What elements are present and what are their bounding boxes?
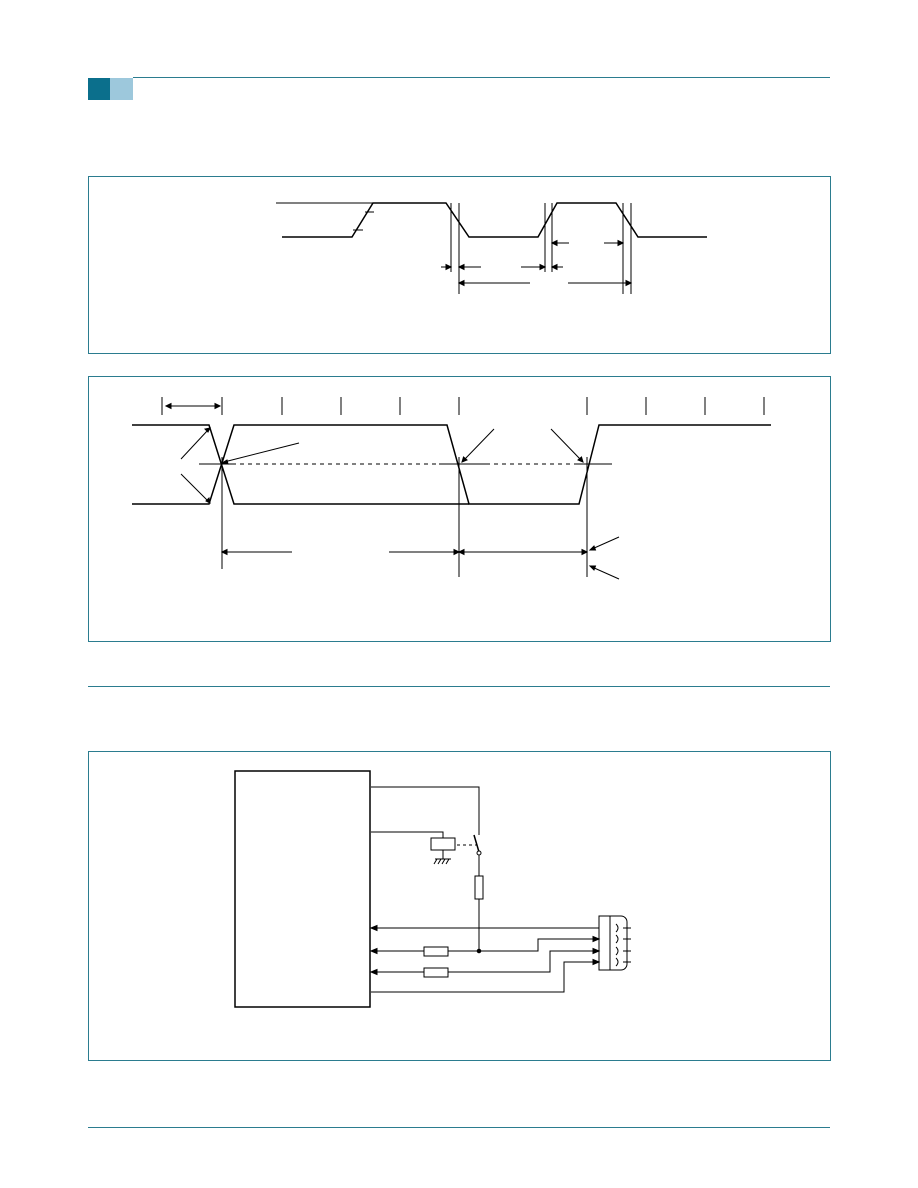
relay-switch-contact [474,835,479,852]
callout-arrows [181,428,619,579]
section-rule [88,686,830,687]
timing-bottom-svg [89,377,832,643]
tick-dimension-arrow [166,404,220,409]
dimension-arrows [441,241,631,286]
footer-rule [88,1127,830,1128]
relay-drive-wire [371,832,443,838]
figure-timing-bottom [88,376,831,642]
header-accent-light-block [110,78,133,100]
figure-timing-top [88,176,831,354]
sample-point-lines [222,457,587,577]
supply-wire [371,787,479,835]
signal-waveform [282,203,707,237]
connector-pin-marks [616,924,618,966]
circuit-svg [89,752,832,1062]
switch-pivot [476,850,482,856]
series-resistor-1 [424,947,448,956]
connector [599,916,631,970]
bit-time-dimension-arrows [222,550,587,555]
header-rule [133,77,830,78]
ic-block [235,771,370,1007]
header-accent-dark-block [88,78,110,100]
timing-top-svg [89,177,832,355]
figure-application-circuit [88,751,831,1061]
timing-vertical-markers [451,203,631,294]
signal-wires [371,926,599,993]
vertical-resistor [475,876,483,899]
relay-coil [431,838,455,850]
series-resistor-2 [424,968,448,977]
clock-tick-marks [162,397,764,415]
ground-symbol [434,850,451,864]
